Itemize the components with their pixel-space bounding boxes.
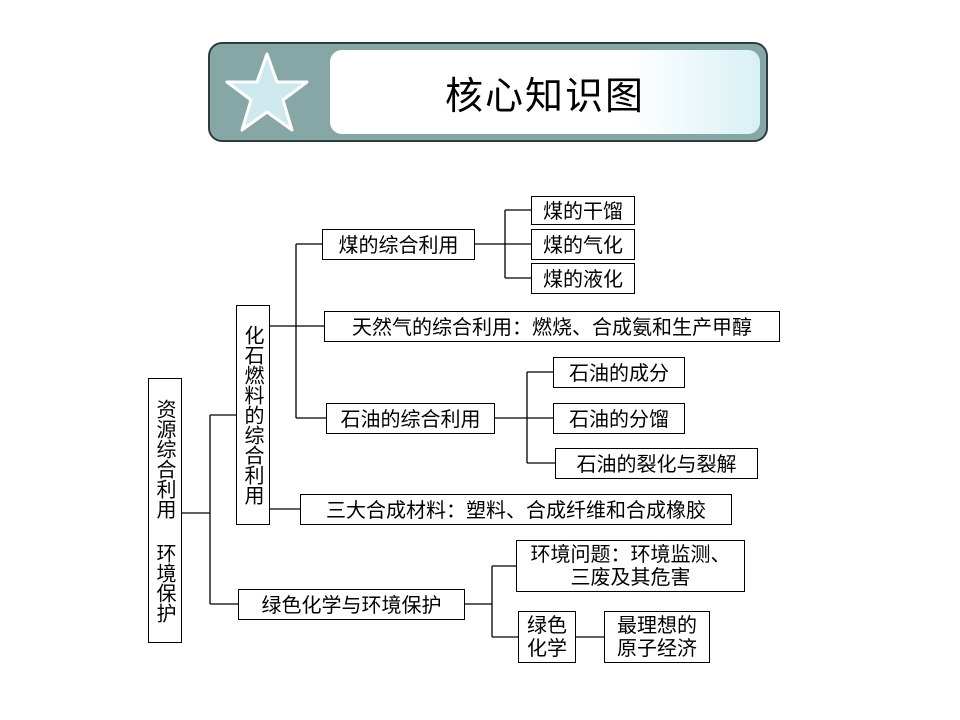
oil-child-label: 石油的裂化与裂解 [576,451,737,476]
root-node: 资源综合利用 环境保护 [148,378,182,643]
env-problem-node: 环境问题：环境监测、 三废及其危害 [516,540,745,592]
coal-node: 煤的综合利用 [322,229,475,260]
coal-child-node: 煤的气化 [531,229,635,260]
oil-node: 石油的综合利用 [326,403,495,434]
title-panel: 核心知识图 [330,50,760,134]
root-label: 资源综合利用 环境保护 [153,398,177,623]
page-title: 核心知识图 [444,73,645,118]
coal-child-label: 煤的液化 [543,266,623,291]
green-chem-line: 绿色 [527,613,567,637]
coal-child-label: 煤的干馏 [543,198,623,223]
oil-label: 石油的综合利用 [340,406,481,431]
oil-child-label: 石油的分馏 [569,406,669,431]
synthetic-materials-node: 三大合成材料：塑料、合成纤维和合成橡胶 [300,494,732,525]
green-env-label: 绿色化学与环境保护 [261,592,442,617]
env-problem-line: 三废及其危害 [570,565,691,589]
natural-gas-node: 天然气的综合利用：燃烧、合成氨和生产甲醇 [324,311,780,342]
atom-economy-line: 最理想的 [617,613,697,637]
green-chem-line: 化学 [527,636,567,660]
oil-child-node: 石油的成分 [553,357,685,388]
coal-label: 煤的综合利用 [338,232,459,257]
env-problem-line: 环境问题：环境监测、 [530,542,731,566]
natural-gas-label: 天然气的综合利用：燃烧、合成氨和生产甲醇 [352,314,752,339]
oil-child-node: 石油的分馏 [553,403,685,434]
coal-child-node: 煤的液化 [531,263,635,294]
green-env-node: 绿色化学与环境保护 [238,589,465,620]
atom-economy-line: 原子经济 [617,636,697,660]
oil-child-node: 石油的裂化与裂解 [555,448,758,479]
star-icon [225,52,309,132]
fossil-fuel-node: 化石燃料的综合利用 [236,305,270,525]
synthetic-materials-label: 三大合成材料：塑料、合成纤维和合成橡胶 [326,497,706,522]
oil-child-label: 石油的成分 [569,360,669,385]
fossil-fuel-label: 化石燃料的综合利用 [241,325,265,505]
coal-child-label: 煤的气化 [543,232,623,257]
green-chem-node: 绿色 化学 [518,611,576,663]
header-banner: 核心知识图 [208,42,768,142]
atom-economy-node: 最理想的 原子经济 [604,611,710,663]
coal-child-node: 煤的干馏 [531,196,635,225]
